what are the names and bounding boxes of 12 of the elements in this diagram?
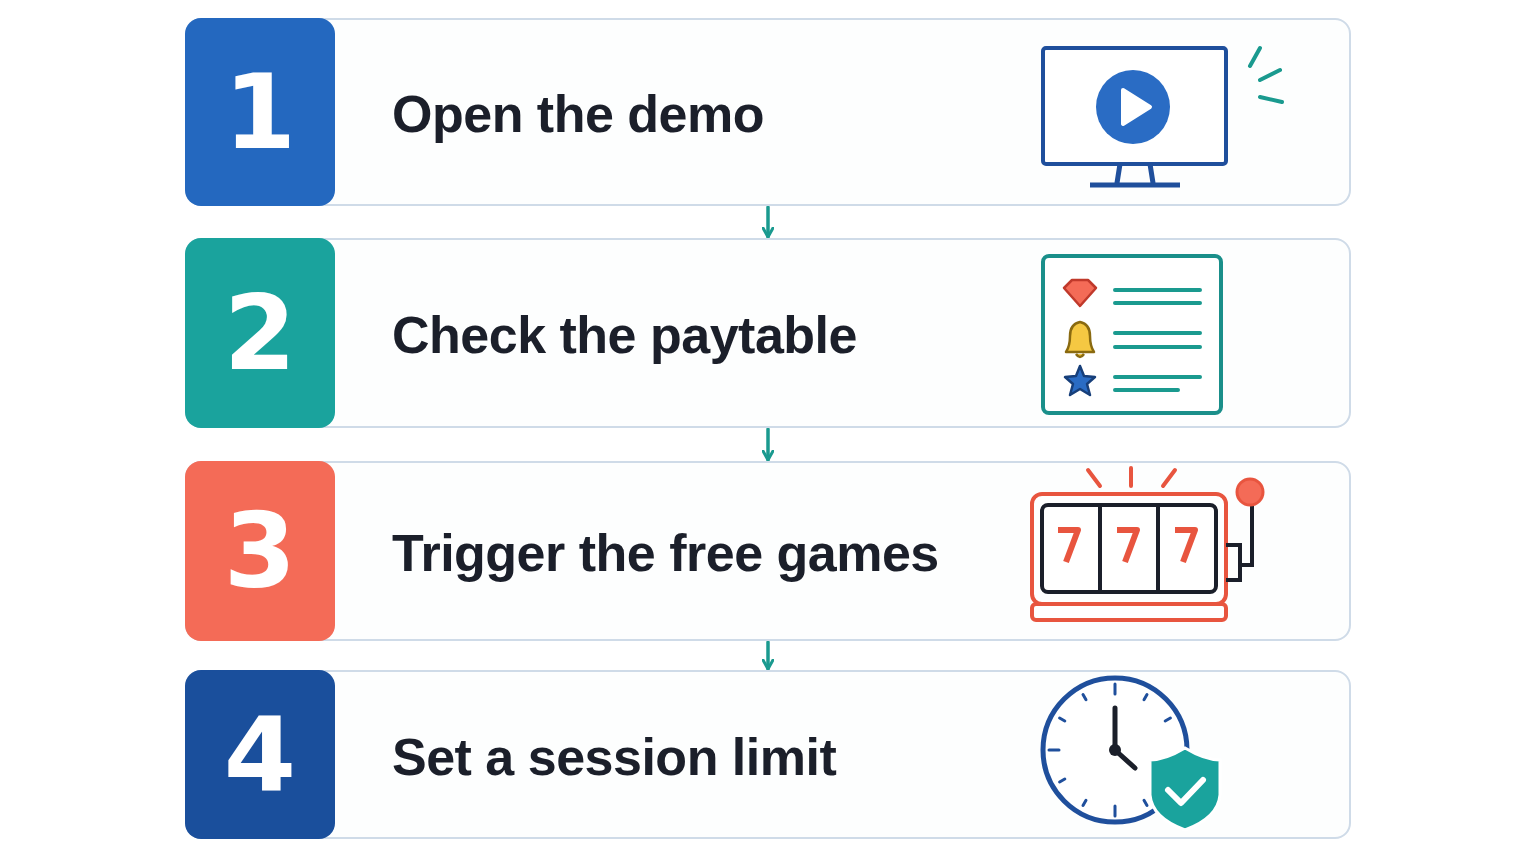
step-card — [185, 670, 1351, 839]
step-title: Set a session limit — [392, 726, 837, 787]
arrow — [761, 205, 775, 239]
step-title: Check the paytable — [392, 305, 857, 365]
step-number-badge: 2 — [185, 238, 335, 428]
step-title: Trigger the free games — [392, 523, 939, 583]
arrow — [761, 427, 775, 462]
step-number-badge: 3 — [185, 461, 335, 641]
arrow — [761, 640, 775, 671]
step-number-badge: 1 — [185, 18, 335, 206]
step-title: Open the demo — [392, 84, 764, 144]
step-number-badge: 4 — [185, 670, 335, 839]
